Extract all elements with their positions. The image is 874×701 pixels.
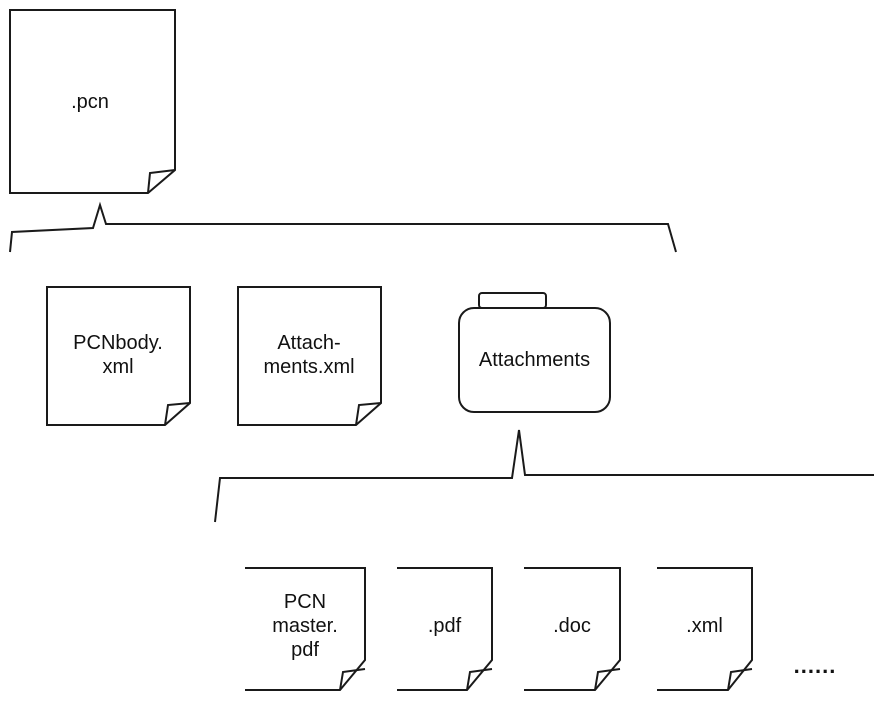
xml-document-icon (657, 567, 753, 691)
pcnbody-label: PCNbody. xml (55, 331, 181, 379)
root-bracket-connector (9, 201, 677, 253)
attachments-folder-label: Attachments (459, 348, 610, 372)
pcnbody-document-icon (46, 286, 191, 426)
pdf-label: .pdf (402, 614, 487, 638)
pcn-root-label-text: .pcn (71, 91, 109, 113)
pdf-label-text: .pdf (427, 615, 462, 637)
pcn-document-icon (9, 9, 176, 194)
pcn-master-pdf-label-line1: PCN (283, 591, 327, 613)
xml-label-text: .xml (686, 615, 723, 637)
more-files-ellipsis: ...... (780, 654, 850, 678)
pcn-master-pdf-document-icon (245, 567, 366, 691)
attachments-xml-label: Attach- ments.xml (246, 331, 372, 379)
attachments-xml-label-line1: Attach- (277, 332, 341, 354)
doc-label-text: .doc (553, 615, 591, 637)
pcn-root-label: .pcn (50, 90, 130, 114)
pcn-master-pdf-label-line2: master. (272, 615, 338, 637)
pcnbody-label-line1: PCNbody. (73, 332, 163, 354)
attachments-xml-label-line2: ments.xml (263, 356, 355, 378)
pcnbody-label-line2: xml (102, 356, 134, 378)
xml-label: .xml (662, 614, 747, 638)
attachments-xml-document-icon (237, 286, 382, 426)
doc-label: .doc (529, 614, 615, 638)
attachments-folder-label-text: Attachments (478, 349, 591, 371)
attachments-folder-icon (458, 292, 611, 413)
doc-document-icon (524, 567, 621, 691)
attachments-bracket-connector (214, 429, 874, 523)
pdf-document-icon (397, 567, 493, 691)
pcn-master-pdf-label-line3: pdf (291, 639, 319, 661)
pcn-master-pdf-label: PCN master. pdf (250, 590, 360, 662)
more-files-ellipsis-text: ...... (793, 653, 837, 678)
